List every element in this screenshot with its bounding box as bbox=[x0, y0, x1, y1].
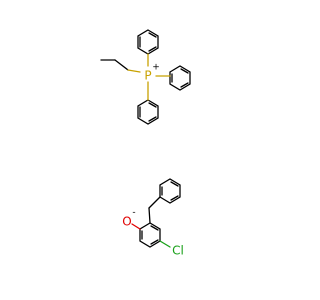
oxygen-atom: O bbox=[122, 215, 131, 229]
benzyl-phenyl-ring bbox=[159, 178, 181, 204]
phenoxide-anion: O - Cl bbox=[122, 178, 184, 258]
structure-canvas: P + O - Cl bbox=[100, 29, 191, 258]
phenyl-ring-bottom bbox=[137, 81, 159, 125]
phenoxide-ring bbox=[131, 222, 171, 248]
phosphonium-cation: P + bbox=[100, 29, 191, 125]
phenyl-ring-top bbox=[137, 29, 159, 67]
propyl-chain bbox=[100, 59, 141, 73]
oxygen-charge: - bbox=[132, 208, 135, 218]
phosphorus-atom: P bbox=[144, 69, 151, 83]
chlorine-atom: Cl bbox=[172, 244, 184, 258]
phosphorus-charge: + bbox=[152, 63, 160, 73]
methylene-linker bbox=[148, 196, 161, 224]
phenyl-ring-right bbox=[155, 65, 191, 91]
